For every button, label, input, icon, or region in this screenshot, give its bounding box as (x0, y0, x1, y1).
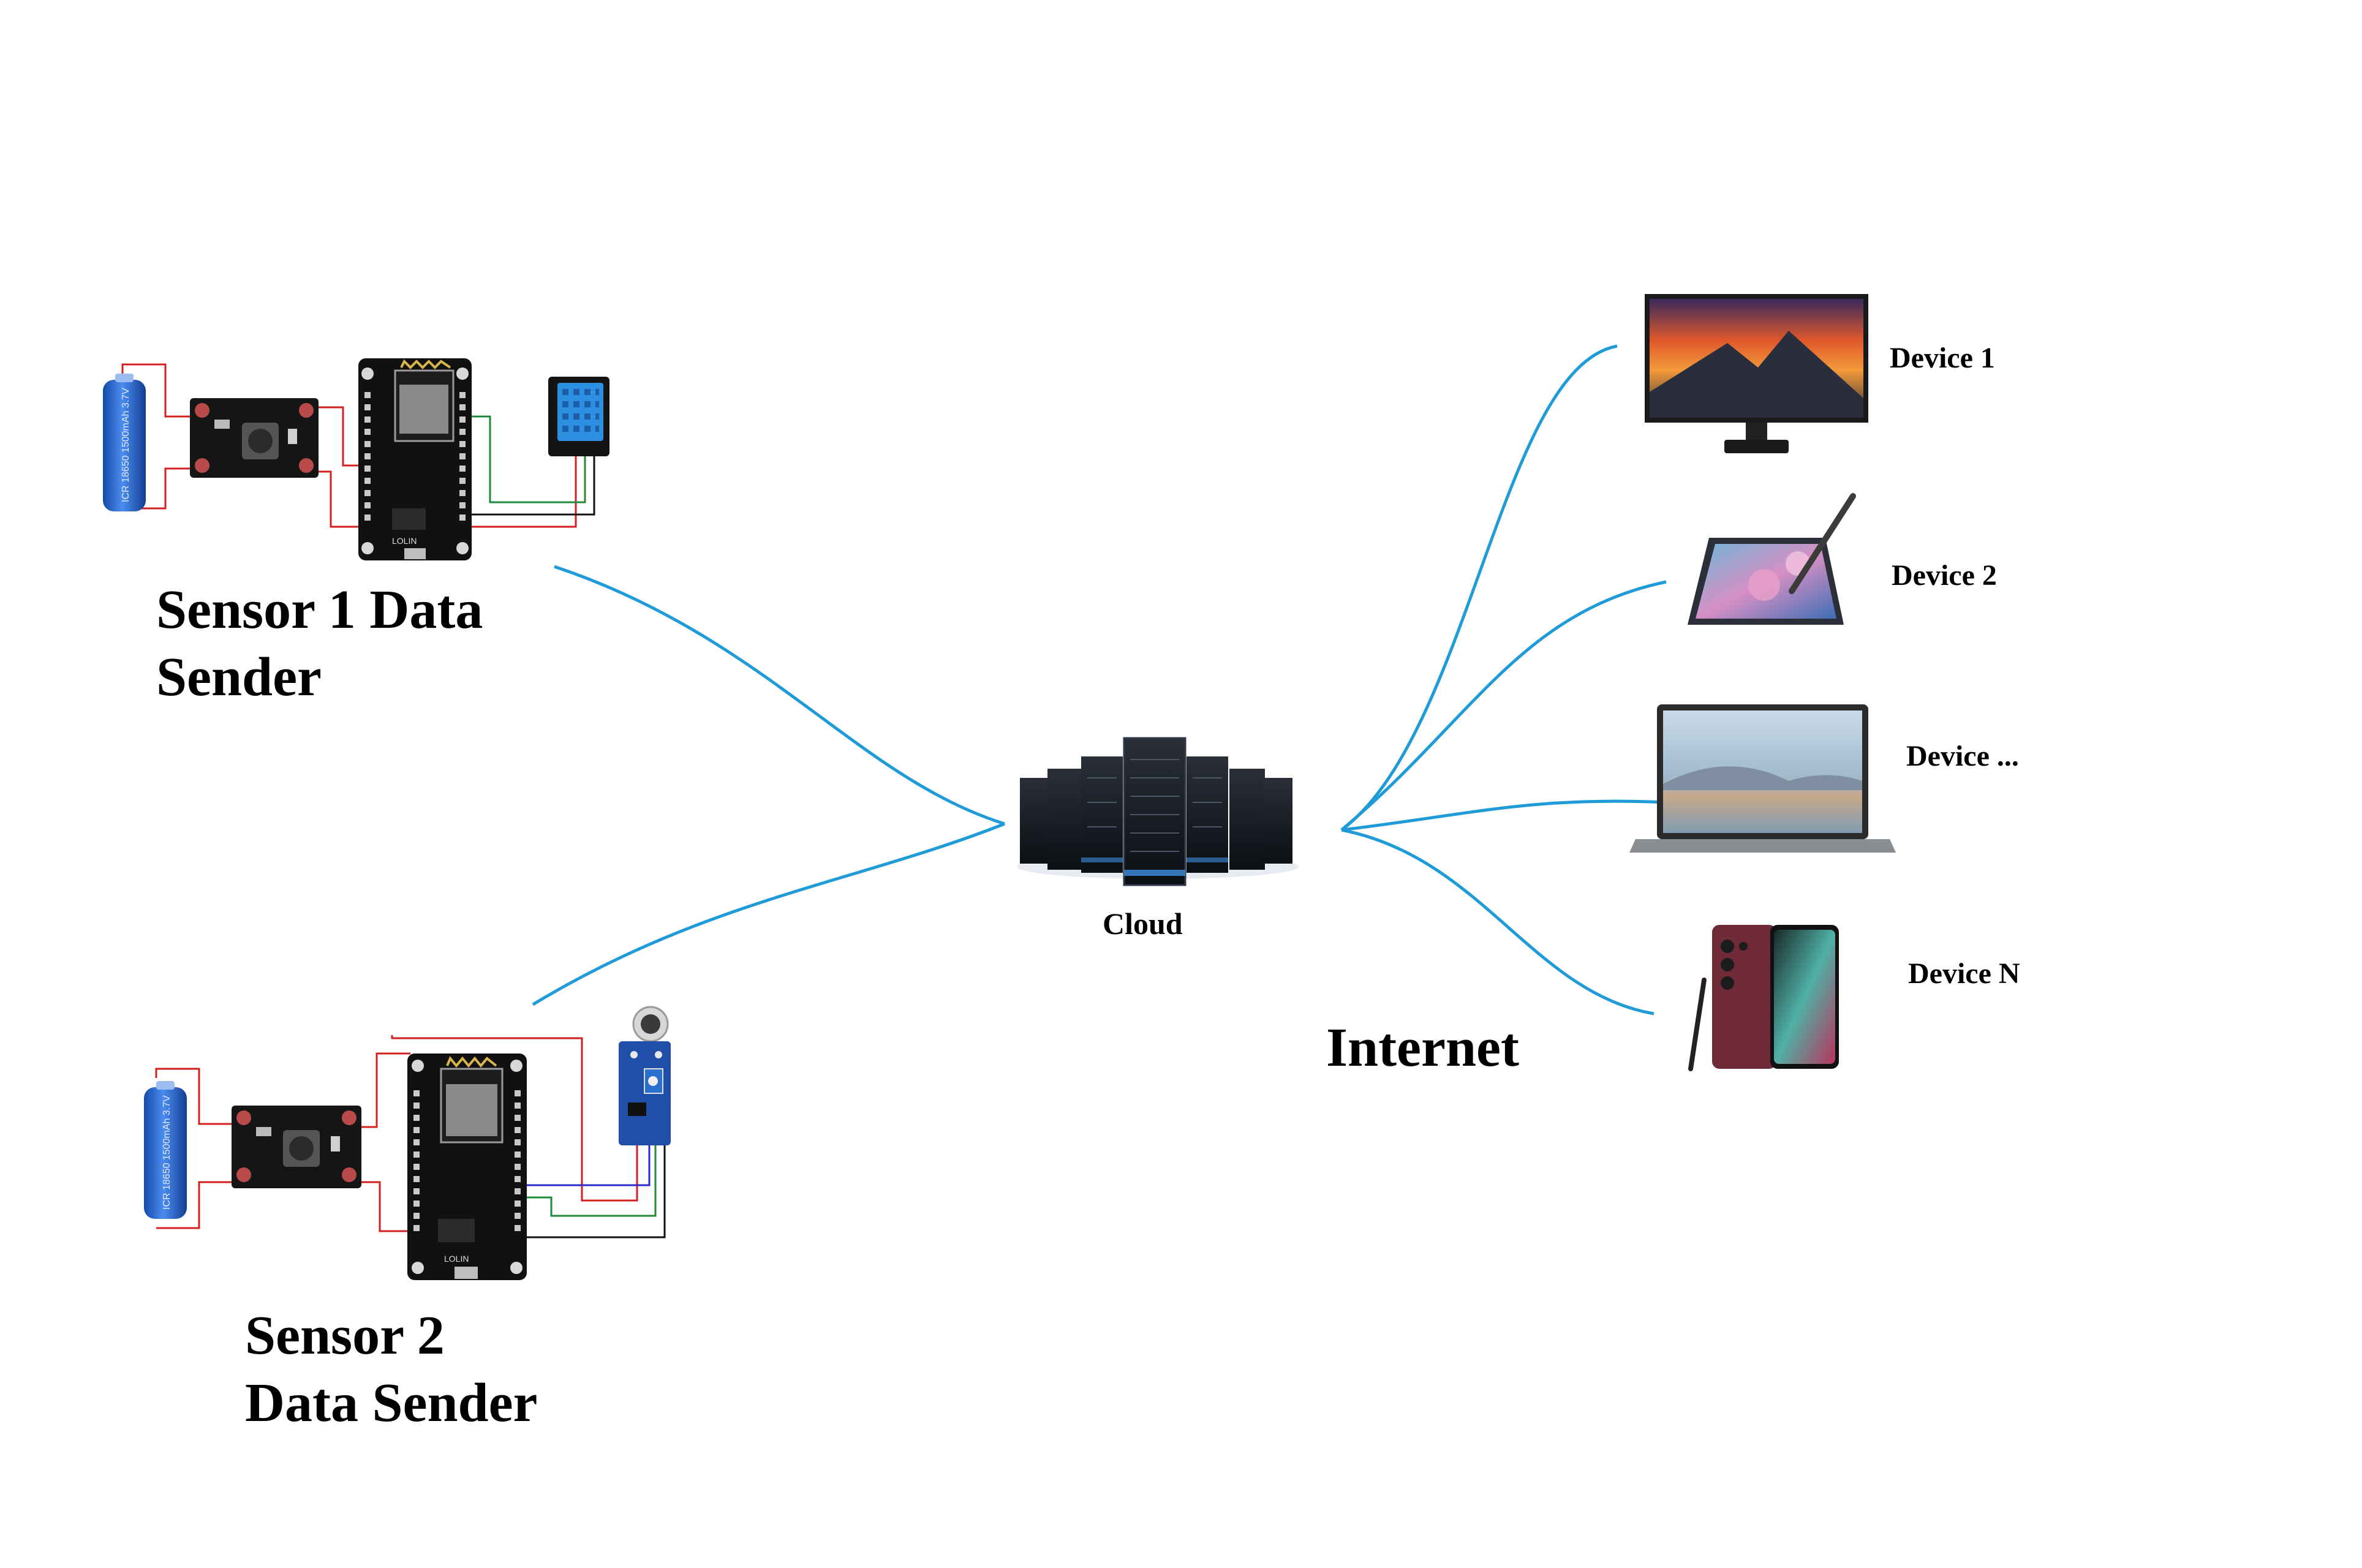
battery-label: ICR 18650 1500mAh 3.7V (162, 1095, 172, 1210)
device2-label: Device 2 (1892, 559, 1997, 592)
link-sensor2-cloud (532, 822, 1005, 1006)
sensor2-label-line1: Sensor 2 (245, 1305, 445, 1366)
nodemcu-label: LOLIN (392, 536, 417, 546)
smartphone-icon (1688, 925, 1839, 1071)
device1-label: Device 1 (1890, 342, 1995, 374)
monitor-icon (1645, 294, 1868, 453)
battery-icon: ICR 18650 1500mAh 3.7V (144, 1081, 187, 1219)
diagram-labels: Sensor 1 Data Sender Sensor 2 Data Sende… (156, 342, 2020, 1433)
link-cloud-device4 (1341, 828, 1655, 1016)
boost-converter-icon (190, 398, 319, 478)
link-cloud-device1 (1340, 344, 1618, 832)
device3-label: Device ... (1906, 740, 2019, 772)
sensor1-label-line1: Sensor 1 Data (156, 579, 483, 640)
battery-label: ICR 18650 1500mAh 3.7V (121, 388, 131, 502)
link-cloud-device2 (1340, 580, 1667, 831)
connection-lines (532, 344, 1667, 1016)
link-sensor1-cloud (554, 565, 1005, 826)
microphone-module-icon (619, 1006, 671, 1145)
nodemcu-label: LOLIN (444, 1254, 469, 1264)
laptop-icon (1629, 704, 1896, 853)
nodemcu-board-icon: LOLIN (358, 358, 472, 560)
server-rack-icon (1017, 737, 1299, 886)
dht-sensor-icon (548, 377, 609, 456)
cloud-label: Cloud (1103, 907, 1183, 941)
tablet-icon (1688, 493, 1856, 625)
sensor2-assembly: ICR 18650 1500mAh 3.7V (144, 1006, 671, 1280)
device4-label: Device N (1908, 957, 2020, 990)
sensor1-assembly: ICR 18650 1500mAh 3.7V (103, 358, 609, 560)
sensor2-label-line2: Data Sender (245, 1373, 537, 1433)
battery-icon: ICR 18650 1500mAh 3.7V (103, 374, 146, 511)
sensor1-label-line2: Sender (156, 647, 322, 707)
boost-converter-icon (232, 1106, 361, 1188)
internet-label: Internet (1326, 1017, 1519, 1078)
nodemcu-board-icon: LOLIN (407, 1054, 527, 1280)
link-cloud-device3 (1341, 799, 1667, 832)
